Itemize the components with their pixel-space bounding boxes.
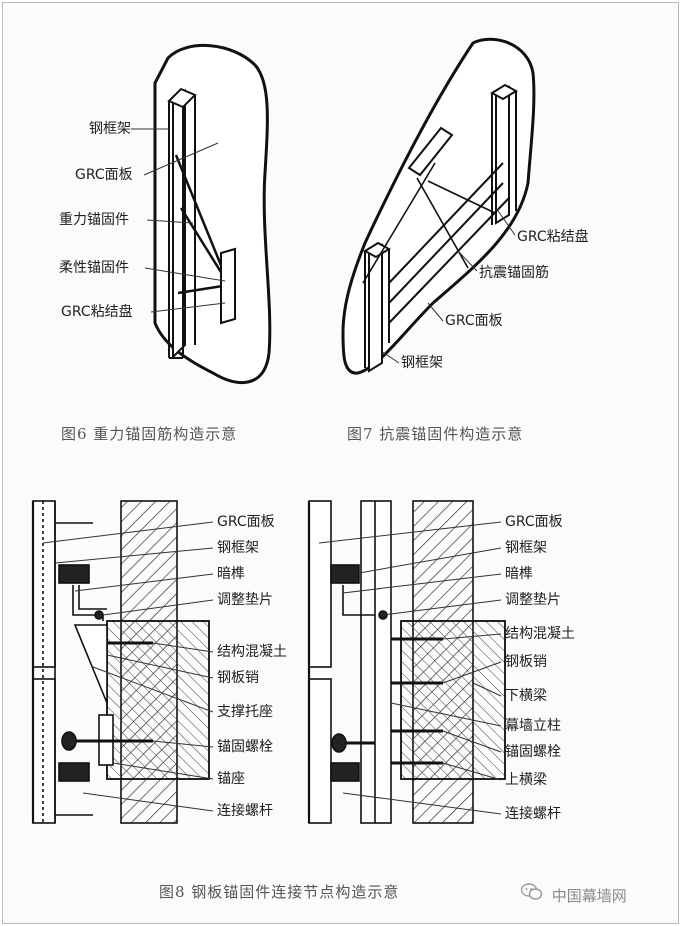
- fig8-right-drawing: [307, 500, 506, 824]
- fig8-left-label-concrete: 结构混凝土: [217, 644, 287, 660]
- fig8-right-grc-panel-lower: [308, 678, 332, 824]
- fig6-label-steel-frame: 钢框架: [89, 121, 131, 137]
- fig6-caption: 图6 重力锚固筋构造示意: [61, 425, 238, 443]
- fig8-right-label-steel-frame: 钢框架: [505, 540, 547, 556]
- fig8-left-support-bracket: [73, 624, 108, 704]
- fig8-left-label-tenon: 暗榫: [217, 566, 245, 582]
- fig7-caption: 图7 抗震锚固件构造示意: [347, 425, 524, 443]
- fig7-label-seismic-anchor: 抗震锚固筋: [479, 265, 549, 281]
- fig8-right-label-lower-beam: 下横梁: [505, 688, 547, 704]
- fig8-caption: 图8 钢板锚固件连接节点构造示意: [159, 883, 400, 901]
- fig7-frame-post-right: [495, 85, 510, 225]
- fig6-label-grc-panel: GRC面板: [75, 167, 133, 183]
- fig8-right-label-upper-beam: 上横梁: [505, 772, 547, 788]
- fig8-left-grc-panel-lower: [32, 678, 56, 824]
- fig8-left-label-anchor-bolt: 锚固螺栓: [217, 739, 273, 755]
- fig8-left-label-support-bracket: 支撑托座: [217, 704, 273, 720]
- fig7-label-grc-bond-disc: GRC粘结盘: [517, 229, 589, 245]
- fig8-right-label-mullion: 幕墙立柱: [505, 718, 561, 734]
- fig6-grc-bond-disc: [220, 247, 236, 325]
- fig7-grc-bond-disc: [407, 126, 454, 177]
- fig7-label-grc-panel: GRC面板: [445, 313, 503, 329]
- watermark-text: 中国幕墙网: [551, 887, 627, 905]
- fig8-left-label-steel-pin: 钢板销: [217, 670, 259, 686]
- fig8-left-label-shim: 调整垫片: [217, 592, 273, 608]
- fig7-grc-panel-outline: [341, 37, 536, 375]
- diagram-artwork: [31, 37, 536, 824]
- fig8-left-label-connecting-rod: 连接螺杆: [217, 803, 273, 819]
- fig8-right-label-steel-pin: 钢板销: [505, 654, 547, 670]
- fig8-right-label-connecting-rod: 连接螺杆: [505, 806, 561, 822]
- fig8-right-label-grc-panel: GRC面板: [505, 514, 563, 530]
- fig8-right-concrete-slab: [400, 620, 506, 780]
- watermark: 中国幕墙网: [520, 883, 627, 906]
- fig8-left-drawing: [31, 500, 214, 824]
- fig7-frame-rail: [388, 162, 504, 284]
- fig8-right-label-shim: 调整垫片: [505, 592, 561, 608]
- fig8-right-label-concrete: 结构混凝土: [505, 626, 575, 642]
- fig8-right-label-tenon: 暗榫: [505, 566, 533, 582]
- fig8-left-label-steel-frame: 钢框架: [217, 540, 259, 556]
- fig8-right-curtain-mullion: [360, 500, 392, 824]
- fig6-label-gravity-anchor: 重力锚固件: [59, 212, 129, 228]
- fig8-right-label-anchor-bolt: 锚固螺栓: [505, 744, 561, 760]
- fig7-frame-post-left: [368, 243, 383, 373]
- wechat-icon: [520, 883, 543, 905]
- fig8-left-label-grc-panel: GRC面板: [217, 514, 275, 530]
- fig6-label-flexible-anchor: 柔性锚固件: [59, 260, 129, 276]
- fig8-left-concrete-slab: [106, 620, 210, 780]
- fig8-left-grc-panel-upper: [32, 500, 56, 668]
- fig8-left-label-anchor-seat: 锚座: [217, 771, 245, 787]
- fig8-right-grc-panel-upper: [308, 500, 332, 668]
- fig6-label-grc-bond-disc: GRC粘结盘: [61, 304, 133, 320]
- fig6-drawing: [131, 43, 272, 385]
- fig7-drawing: [341, 37, 536, 375]
- fig7-label-steel-frame: 钢框架: [401, 355, 443, 371]
